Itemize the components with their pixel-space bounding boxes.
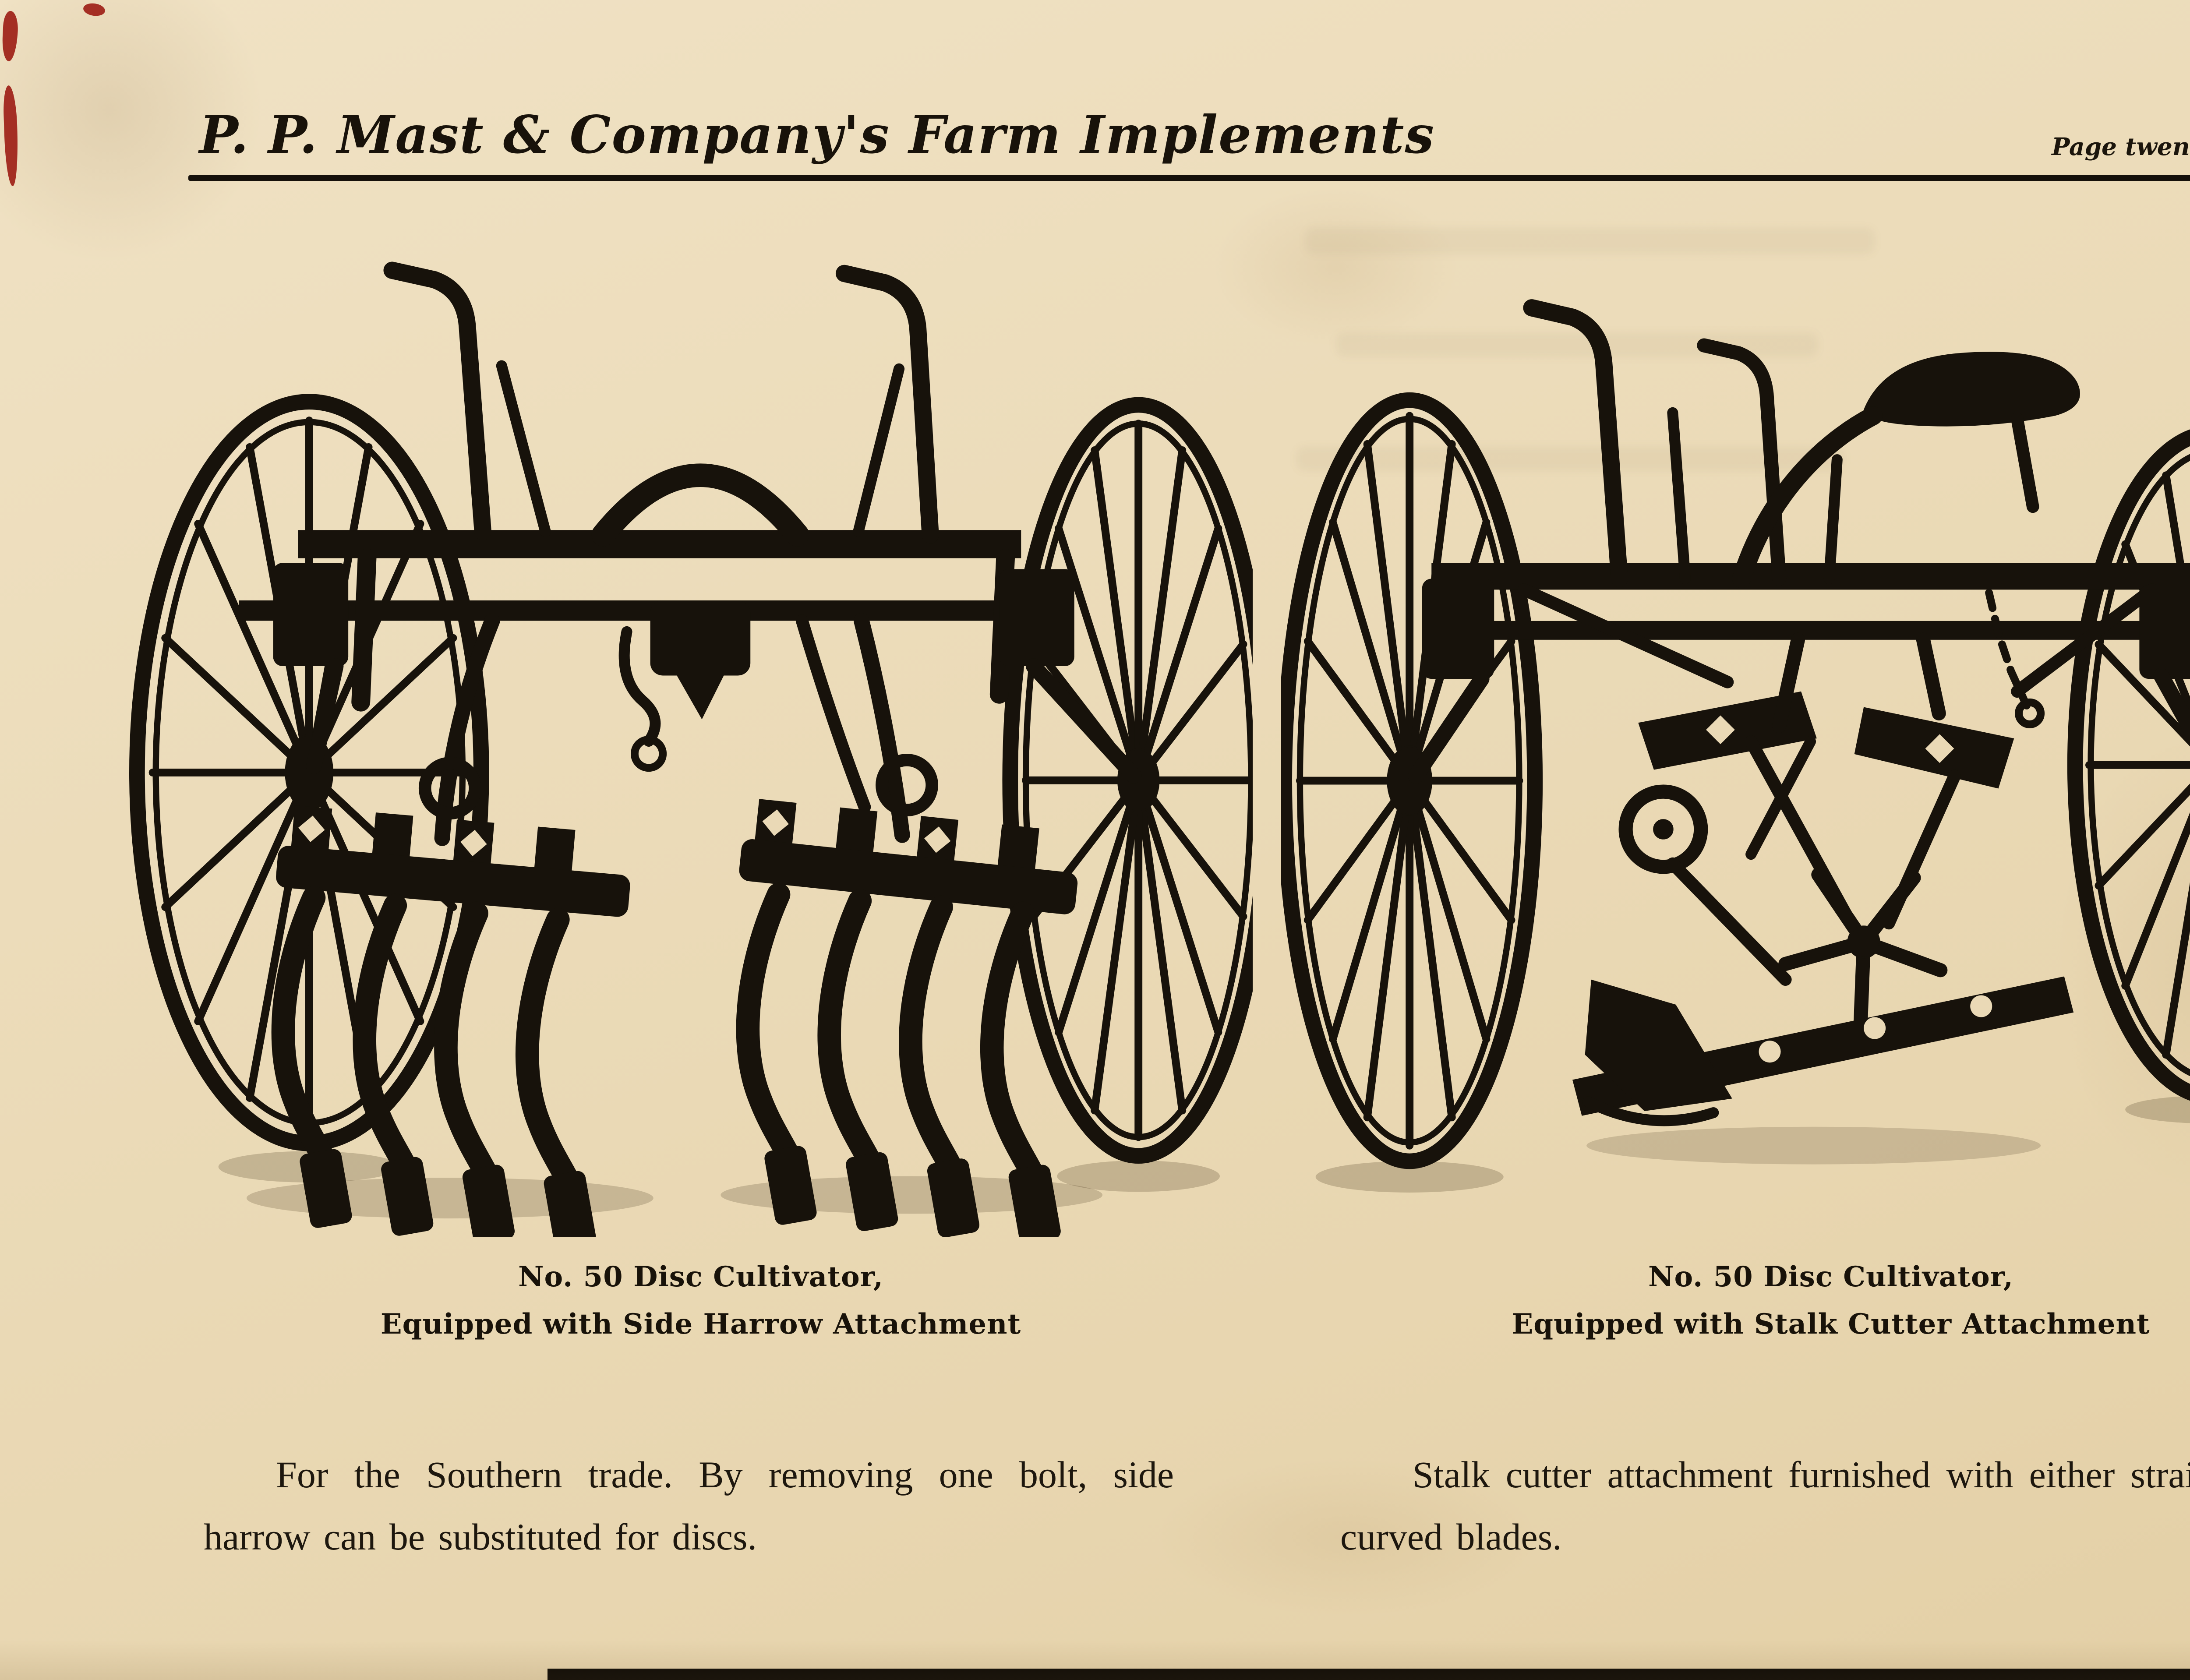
left-caption-line1: No. 50 Disc Cultivator,	[518, 1260, 883, 1293]
red-ink-mark	[1, 11, 19, 62]
red-ink-mark	[82, 2, 106, 18]
scan-edge-strip	[548, 1669, 2190, 1680]
red-ink-mark	[2, 85, 20, 187]
left-caption-line2: Equipped with Side Harrow Attachment	[380, 1308, 1021, 1341]
header-rule	[188, 175, 2190, 181]
right-caption-line2: Equipped with Stalk Cutter Attachment	[1512, 1308, 2150, 1341]
left-figure-caption: No. 50 Disc Cultivator, Equipped with Si…	[149, 1253, 1253, 1348]
left-figure-description: For the Southern trade. By removing one …	[204, 1454, 1174, 1558]
page-title: P. P. Mast & Company's Farm Implements	[199, 104, 1435, 165]
left-figure	[129, 256, 1253, 1237]
side-harrow-cultivator-illustration	[129, 261, 1253, 1237]
right-figure-caption: No. 50 Disc Cultivator, Equipped with St…	[1292, 1253, 2190, 1348]
right-figure-description: Stalk cutter attachment furnished with e…	[1340, 1454, 2190, 1558]
right-figure	[1281, 272, 2190, 1213]
stalk-cutter-cultivator-illustration	[1281, 299, 2190, 1193]
page-number: Page twenty-seven	[2052, 132, 2190, 161]
right-caption-line1: No. 50 Disc Cultivator,	[1648, 1260, 2013, 1293]
print-bleedthrough	[1305, 228, 1875, 254]
